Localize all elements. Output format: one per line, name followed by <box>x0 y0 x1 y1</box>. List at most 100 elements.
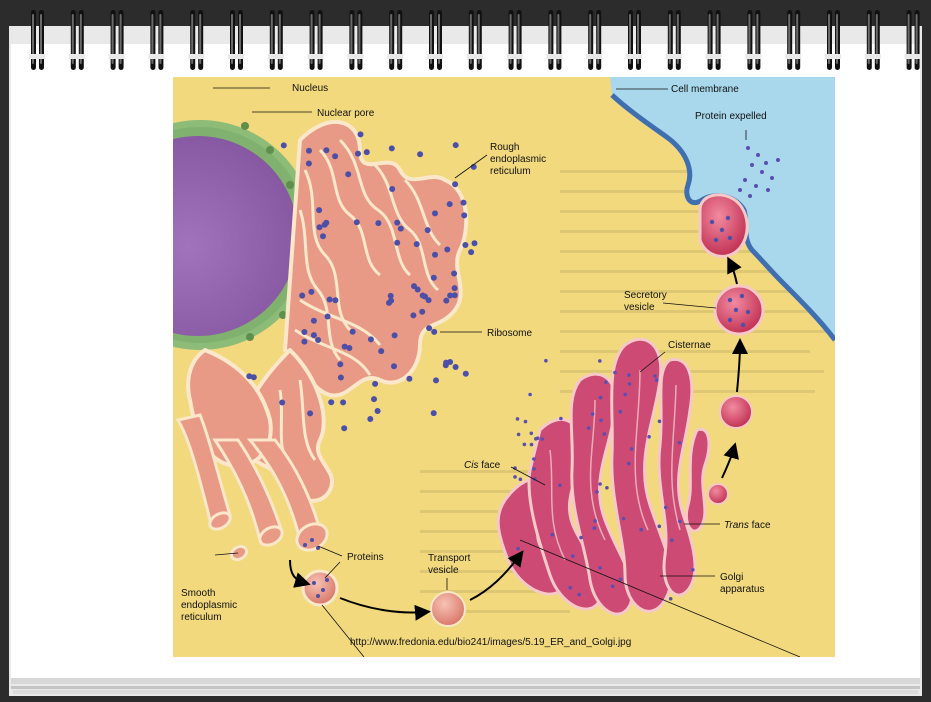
label-proteins: Proteins <box>347 552 384 563</box>
ribosome-dot <box>251 374 257 380</box>
ribosome-dot <box>345 171 351 177</box>
ribosome-dot <box>375 408 381 414</box>
golgi-protein-dot <box>603 432 607 436</box>
label-cis-face-rest: face <box>478 460 500 471</box>
golgi-protein-dot <box>604 381 608 385</box>
ribosome-dot <box>394 240 400 246</box>
source-url: http://www.fredonia.edu/bio241/images/5.… <box>350 637 631 648</box>
label-trans-face: Trans face <box>724 520 771 531</box>
label-rough-er-3: reticulum <box>490 166 531 177</box>
ribosome-dot <box>463 371 469 377</box>
label-transport-vesicle-2: vesicle <box>428 565 459 576</box>
transport-vesicle-1 <box>303 571 337 605</box>
ribosome-dot <box>462 242 468 248</box>
golgi-protein-dot <box>605 486 609 490</box>
golgi-protein-dot <box>653 374 657 378</box>
ribosome-dot <box>426 325 432 331</box>
ribosome-dot <box>461 212 467 218</box>
ribosome-dot <box>431 410 437 416</box>
golgi-protein-dot <box>516 417 520 421</box>
golgi-protein-dot <box>577 593 581 597</box>
ribosome-dot <box>299 293 305 299</box>
budding-vesicle <box>720 396 752 428</box>
ribosome-dot <box>279 400 285 406</box>
golgi-protein-dot <box>627 373 631 377</box>
ribosome-dot <box>338 375 344 381</box>
golgi-protein-dot <box>551 533 555 537</box>
golgi-protein-dot <box>513 475 517 479</box>
golgi-protein-dot <box>658 420 662 424</box>
golgi-protein-dot <box>540 437 544 441</box>
ribosome-dot <box>332 297 338 303</box>
ribosome-dot <box>443 360 449 366</box>
ribosome-dot <box>468 249 474 255</box>
budding-vesicle-small <box>708 484 728 504</box>
golgi-protein-dot <box>523 443 527 447</box>
label-rough-er-2: endoplasmic <box>490 154 546 165</box>
ribosome-dot <box>432 252 438 258</box>
ribosome-dot <box>452 181 458 187</box>
ribosome-dot <box>426 297 432 303</box>
golgi-protein-dot <box>587 426 591 430</box>
golgi-protein-dot <box>678 520 682 524</box>
ribosome-dot <box>367 416 373 422</box>
expelled-protein-dot <box>766 188 770 192</box>
ribosome-dot <box>342 344 348 350</box>
golgi-protein-dot <box>622 517 626 521</box>
secretory-vesicle <box>715 286 763 334</box>
expelled-protein-dot <box>770 176 774 180</box>
ribosome-dot <box>306 148 312 154</box>
golgi-protein-dot <box>532 467 536 471</box>
ribosome-dot <box>433 377 439 383</box>
label-nuclear-pore: Nuclear pore <box>317 108 375 119</box>
ribosome-dot <box>453 364 459 370</box>
ribosome-dot <box>307 410 313 416</box>
golgi-protein-dot <box>623 393 627 397</box>
ribosome-dot <box>328 399 334 405</box>
ribosome-dot <box>364 149 370 155</box>
label-cis-face-italic: Cis <box>464 460 478 471</box>
golgi-protein-dot <box>530 443 534 447</box>
label-trans-face-italic: Trans <box>724 520 749 531</box>
ribosome-dot <box>461 200 467 206</box>
ribosome-dot <box>320 233 326 239</box>
ribosome-dot <box>315 337 321 343</box>
golgi-protein-dot <box>647 435 651 439</box>
label-smooth-er-2: endoplasmic <box>181 600 237 611</box>
ribosome-dot <box>452 285 458 291</box>
ribosome-dot <box>308 289 314 295</box>
ribosome-dot <box>368 336 374 342</box>
ribosome-dot <box>354 219 360 225</box>
label-secretory-vesicle-2: vesicle <box>624 302 655 313</box>
label-golgi-2: apparatus <box>720 584 764 595</box>
golgi-protein-dot <box>559 417 563 421</box>
ribosome-dot <box>414 241 420 247</box>
golgi-protein-dot <box>599 419 603 423</box>
golgi-protein-dot <box>669 597 673 601</box>
ribosome-dot <box>372 381 378 387</box>
ribosome-dot <box>325 314 331 320</box>
ribosome-dot <box>453 142 459 148</box>
ribosome-dot <box>420 293 426 299</box>
ribosome-dot <box>317 224 323 230</box>
golgi-protein-dot <box>528 393 532 397</box>
ribosome-dot <box>444 247 450 253</box>
ribosome-dot <box>447 293 453 299</box>
ribosome-dot <box>472 240 478 246</box>
ribosome-dot <box>432 210 438 216</box>
expelled-protein-dot <box>764 161 768 165</box>
ribosome-dot <box>447 201 453 207</box>
expelled-protein-dot <box>760 170 764 174</box>
label-nucleus: Nucleus <box>292 83 328 94</box>
ribosome-dot <box>398 226 404 232</box>
label-rough-er-1: Rough <box>490 142 519 153</box>
label-cisternae: Cisternae <box>668 340 711 351</box>
golgi-protein-dot <box>678 441 682 445</box>
expelled-protein-dot <box>756 153 760 157</box>
golgi-protein-dot <box>598 566 602 570</box>
ribosome-dot <box>389 186 395 192</box>
label-ribosome: Ribosome <box>487 328 532 339</box>
golgi-protein-dot <box>664 506 668 510</box>
golgi-protein-dot <box>628 382 632 386</box>
